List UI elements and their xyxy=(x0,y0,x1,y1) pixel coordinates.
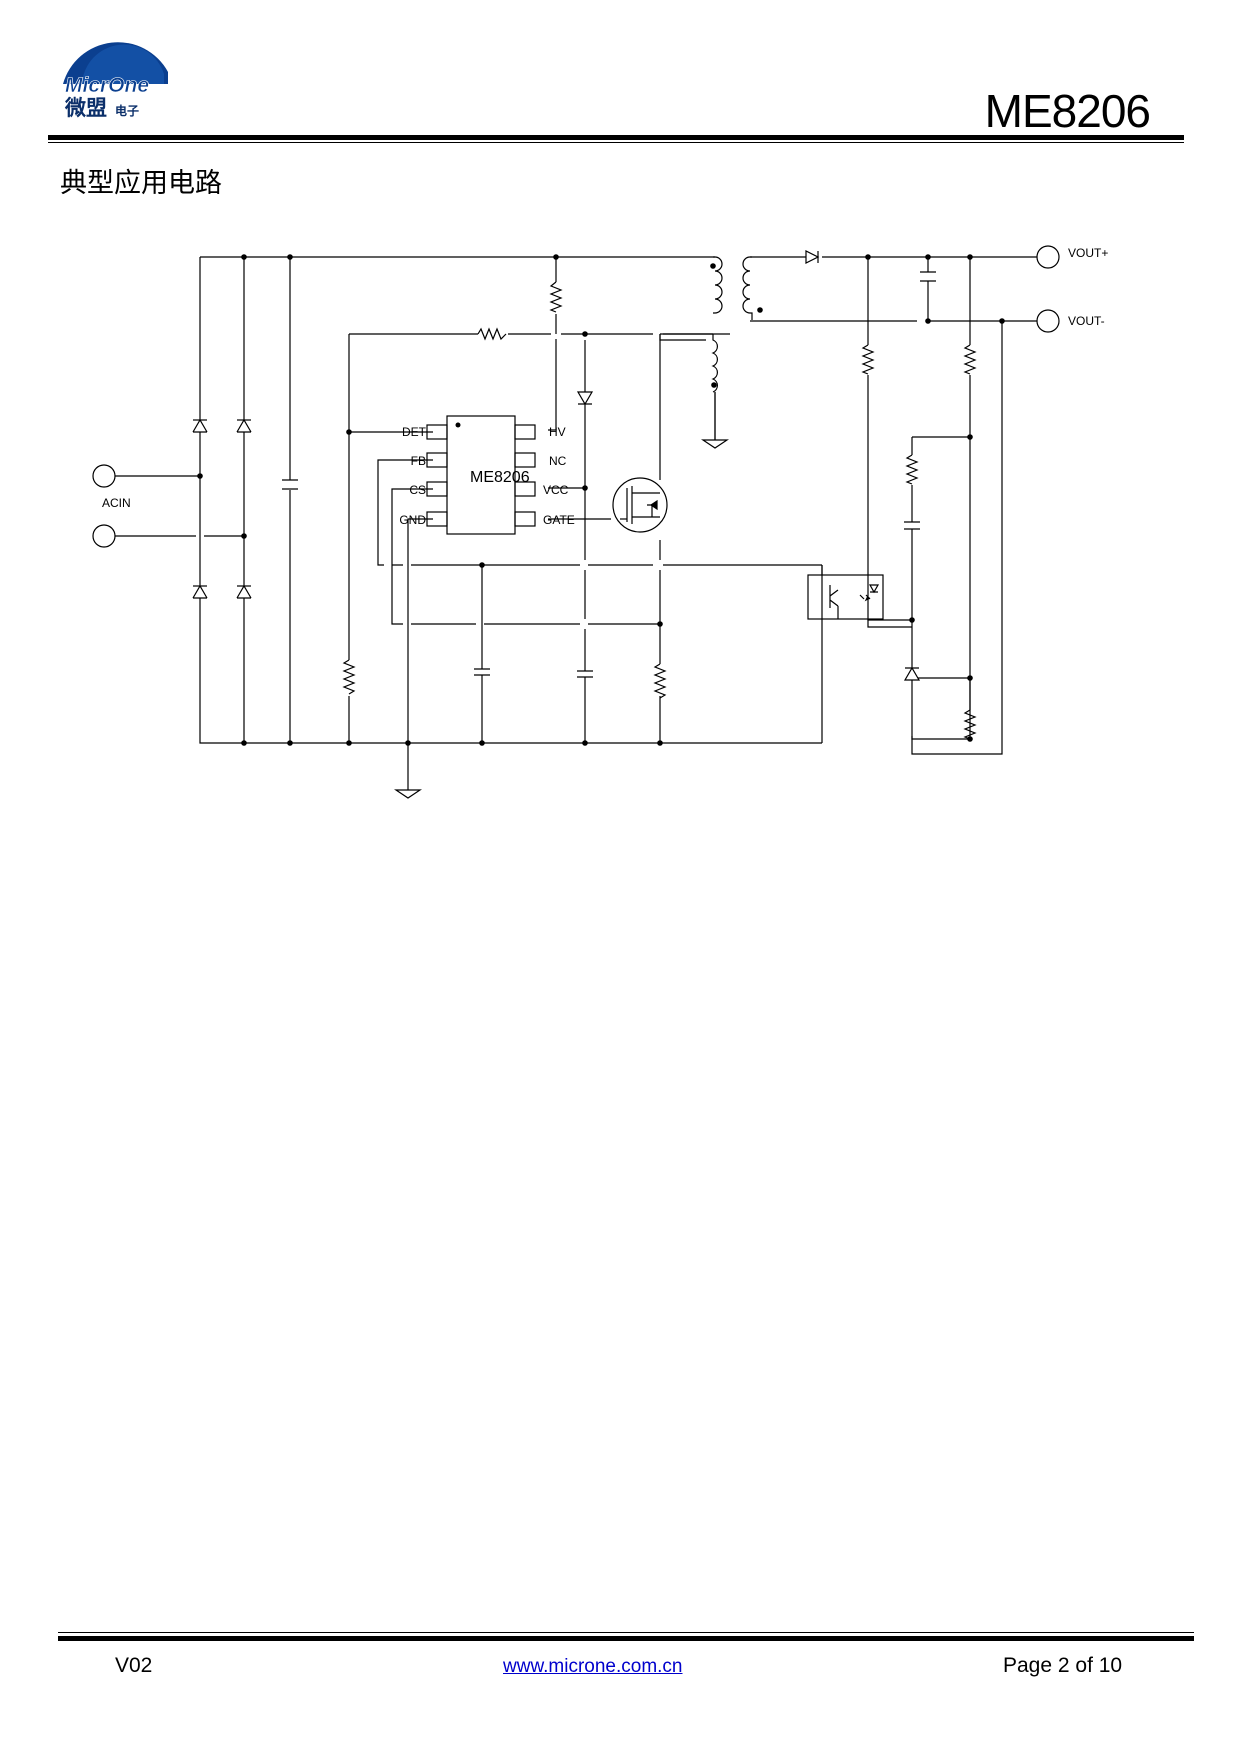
circuit-labels: ME8206 DET FB CS GND HV NC VCC GATE ACIN… xyxy=(102,246,1108,527)
version-label: V02 xyxy=(115,1654,153,1677)
logo-text-cn: 微盟 xyxy=(64,96,107,120)
bulk-capacitor xyxy=(282,479,298,490)
section-title: 典型应用电路 xyxy=(60,168,222,199)
pin-label-fb: FB xyxy=(411,454,426,468)
typical-application-circuit: ME8206 DET FB CS GND HV NC VCC GATE ACIN… xyxy=(92,245,1108,799)
chip-name: ME8206 xyxy=(470,469,530,486)
polarity-dots xyxy=(710,263,763,388)
header-rule-thin xyxy=(48,142,1184,143)
output-neg-label: VOUT- xyxy=(1068,314,1105,328)
website-link[interactable]: www.microne.com.cn xyxy=(503,1656,683,1677)
junction-dots xyxy=(197,254,1005,746)
pin-label-gnd: GND xyxy=(399,513,426,527)
microne-logo: MicrOne 微盟 电子 xyxy=(63,42,168,120)
small-capacitors xyxy=(474,271,936,683)
mosfet xyxy=(612,477,668,533)
pin-label-det: DET xyxy=(402,425,427,439)
logo-text-cn-small: 电子 xyxy=(115,103,139,118)
terminals xyxy=(92,245,1060,548)
page-number: Page 2 of 10 xyxy=(1003,1654,1123,1677)
ic-package xyxy=(426,415,536,535)
input-bridge-diodes xyxy=(192,418,252,599)
pin-label-nc: NC xyxy=(549,454,567,468)
footer-rule xyxy=(58,1636,1194,1641)
input-label: ACIN xyxy=(102,496,131,510)
logo-text-en: MicrOne xyxy=(65,74,149,97)
small-diodes xyxy=(576,250,921,681)
output-pos-label: VOUT+ xyxy=(1068,246,1108,260)
resistors xyxy=(342,281,977,740)
pin-label-cs: CS xyxy=(409,483,426,497)
ground-symbols xyxy=(394,392,729,799)
transformer xyxy=(659,256,753,393)
optocoupler xyxy=(807,565,912,628)
pin-label-vcc: VCC xyxy=(543,483,569,497)
pin-label-hv: HV xyxy=(549,425,566,439)
header-rule xyxy=(48,135,1184,140)
footer-rule-thin xyxy=(58,1632,1194,1633)
pin-label-gate: GATE xyxy=(543,513,575,527)
circuit-wires xyxy=(115,256,1037,790)
part-number: ME8206 xyxy=(984,85,1151,137)
